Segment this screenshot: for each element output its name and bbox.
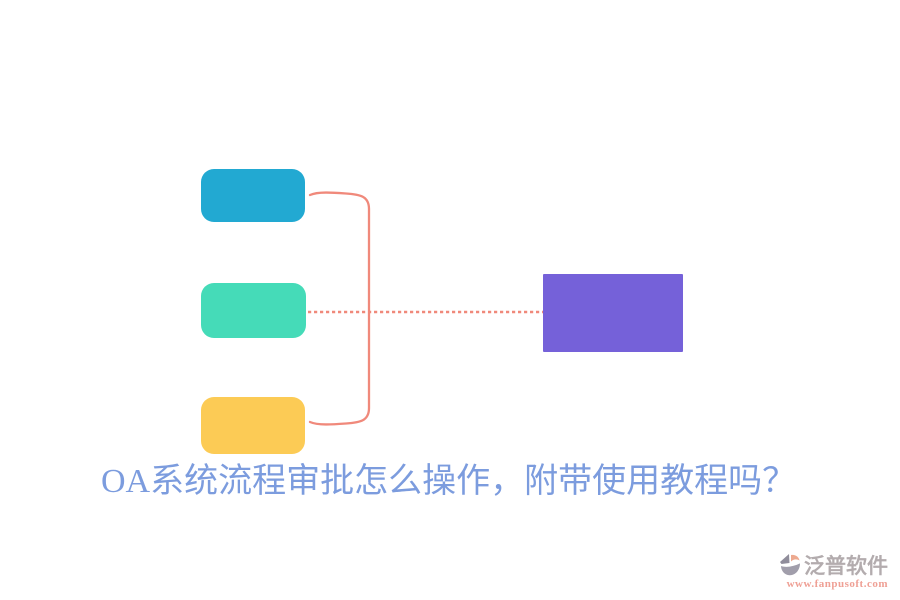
bracket-connector bbox=[308, 191, 371, 426]
node-bottom bbox=[201, 397, 305, 454]
fanpu-logo-icon bbox=[780, 554, 800, 576]
node-top bbox=[201, 169, 305, 222]
page-title: OA系统流程审批怎么操作，附带使用教程吗？ bbox=[101, 463, 797, 500]
node-result bbox=[543, 274, 683, 352]
watermark: 泛普软件 www.fanpusoft.com bbox=[760, 553, 888, 590]
watermark-row: 泛普软件 bbox=[760, 553, 888, 578]
node-middle bbox=[201, 283, 306, 338]
watermark-brand: 泛普软件 bbox=[804, 553, 888, 578]
watermark-url: www.fanpusoft.com bbox=[786, 578, 888, 590]
